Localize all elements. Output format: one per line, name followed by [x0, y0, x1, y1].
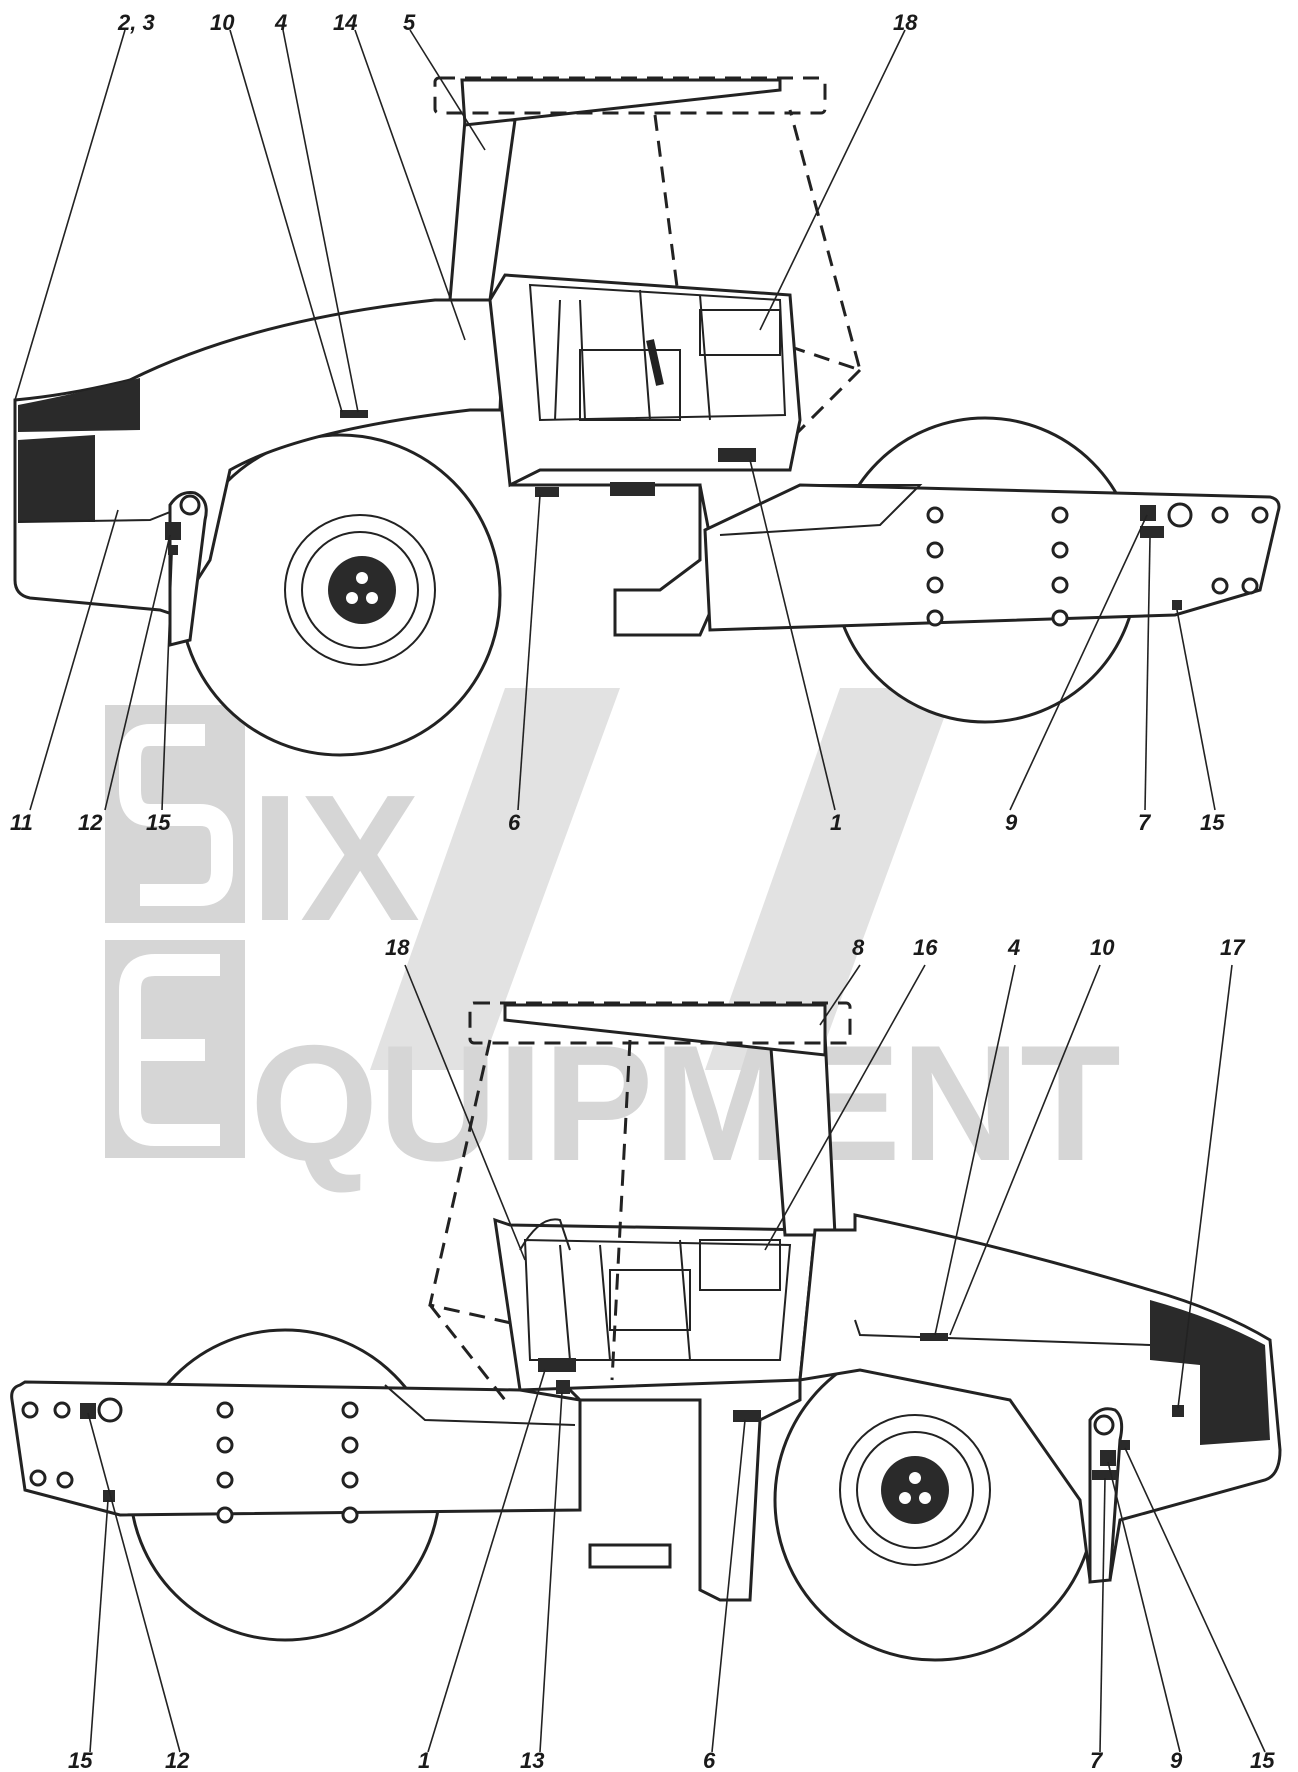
decal-markers-bottom	[80, 1333, 1184, 1502]
callout-15: 15	[146, 810, 171, 835]
leader-lines-bottom	[87, 964, 1266, 1753]
callout-15: 15	[1200, 810, 1225, 835]
callout-7: 7	[1090, 1748, 1104, 1772]
callout-18: 18	[385, 935, 410, 960]
watermark-word-six: IX	[250, 758, 420, 959]
callout-15: 15	[68, 1748, 93, 1772]
rear-hub	[881, 1456, 949, 1524]
six-equipment-logo: IX QUIPMENT	[105, 688, 1121, 1195]
callout-1: 1	[830, 810, 842, 835]
callout-17: 17	[1220, 935, 1246, 960]
callout-2-3: 2, 3	[117, 10, 155, 35]
roller-top-view	[13, 29, 1281, 811]
drum-frame	[703, 483, 1281, 632]
callout-14: 14	[333, 10, 357, 35]
decal-markers-top	[165, 410, 1182, 610]
canopy	[503, 1003, 827, 1057]
leader-lines-top	[14, 29, 1216, 811]
rear-hub	[328, 556, 396, 624]
callout-18: 18	[893, 10, 918, 35]
roller-bottom-view	[10, 964, 1282, 1753]
drum-frame	[10, 1380, 582, 1517]
rops-post	[768, 1033, 837, 1237]
callout-9: 9	[1005, 810, 1018, 835]
cab	[488, 273, 802, 488]
drum-frame-bolt-holes	[21, 1397, 359, 1524]
callout-4: 4	[1007, 935, 1020, 960]
callout-10: 10	[1090, 935, 1115, 960]
callout-1: 1	[418, 1748, 430, 1772]
callout-4: 4	[274, 10, 287, 35]
callout-16: 16	[913, 935, 938, 960]
callout-6: 6	[508, 810, 521, 835]
callout-12: 12	[165, 1748, 190, 1772]
callout-8: 8	[852, 935, 865, 960]
callouts-bottom: 18 8 16 4 10 17 15 12 1 13 6 7 9 15	[68, 935, 1275, 1772]
drum-frame-bolt-holes	[926, 502, 1269, 627]
callout-15: 15	[1250, 1748, 1275, 1772]
callout-12: 12	[78, 810, 103, 835]
canopy	[460, 78, 782, 127]
callout-10: 10	[210, 10, 235, 35]
callout-9: 9	[1170, 1748, 1183, 1772]
callout-7: 7	[1138, 810, 1152, 835]
callout-11: 11	[10, 810, 33, 835]
callout-6: 6	[703, 1748, 716, 1772]
callouts-top: 2, 3 10 4 14 5 18 11 12 15 6 1 9 7 15	[10, 10, 1225, 835]
callout-5: 5	[403, 10, 416, 35]
callout-13: 13	[520, 1748, 544, 1772]
